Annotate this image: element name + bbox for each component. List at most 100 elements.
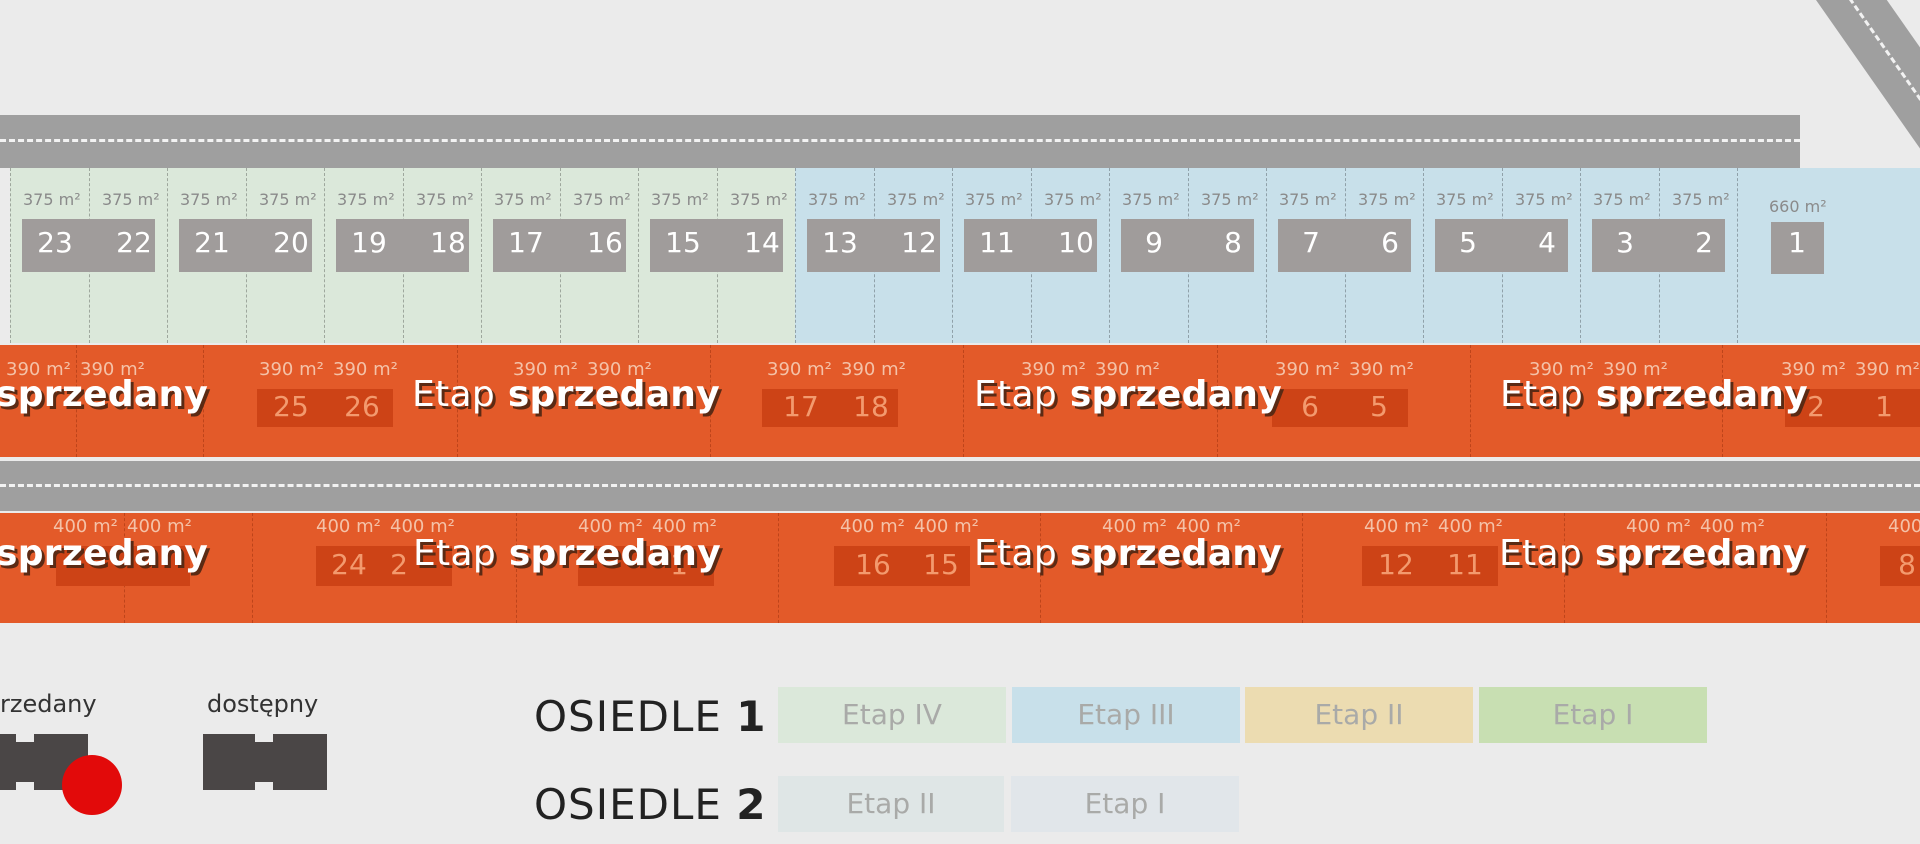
plot-number: 17 [508, 226, 544, 259]
plot-area: 390 m² [1349, 359, 1414, 380]
plot-number: 24 [331, 548, 367, 581]
banner-word-bold: sprzedany [1056, 374, 1282, 415]
plot-number: 13 [822, 226, 858, 259]
plot-number: 1 [670, 548, 688, 581]
plot-single-bg [1737, 168, 1920, 343]
plot-number: 14 [744, 226, 780, 259]
plot-number: 10 [1058, 226, 1094, 259]
plot-area: 400 m² [914, 516, 979, 537]
plot-area: 390 m² [6, 359, 71, 380]
plot-area: 400 m² [1700, 516, 1765, 537]
plot-area: 400 m² [127, 516, 192, 537]
plot-area: 375 m² [730, 190, 788, 209]
legend-available-label: dostępny [207, 690, 319, 718]
house-marker [1592, 219, 1725, 272]
plot-divider [1423, 168, 1424, 343]
plot-area: 375 m² [965, 190, 1023, 209]
plot-number: 25 [273, 390, 309, 423]
plot-divider [516, 513, 517, 623]
plot-number: 26 [344, 390, 380, 423]
plot-number: 18 [430, 226, 466, 259]
sold-banner: Etap sprzedany [1500, 374, 1808, 415]
house-marker [1272, 389, 1408, 427]
estate-1-stage-iv[interactable]: Etap IV [778, 687, 1006, 743]
house-marker [316, 546, 452, 586]
plot-number: 5 [1459, 226, 1477, 259]
plot-number: 6 [1301, 390, 1319, 423]
house-marker [1880, 546, 1920, 586]
plot-area: 375 m² [102, 190, 160, 209]
plot-divider [1040, 513, 1041, 623]
legend-sold-label: rzedany [0, 690, 97, 718]
estate-2-stage-ii[interactable]: Etap II [778, 776, 1004, 832]
plot-divider [1470, 345, 1471, 457]
house-marker [762, 389, 898, 427]
house-marker [807, 219, 940, 272]
plot-number: 1 [1788, 226, 1806, 259]
banner-word-bold: sprzedany [494, 374, 720, 415]
plot-area: 400 m² [1438, 516, 1503, 537]
sold-banner: Etap sprzedany [974, 374, 1282, 415]
plot-divider [1564, 513, 1565, 623]
plot-area: 375 m² [1358, 190, 1416, 209]
banner-word-bold: sprzedany [495, 533, 721, 574]
banner-word: Etap [1499, 533, 1582, 574]
plot-number: 8 [1224, 226, 1242, 259]
plot-area: 390 m² [1021, 359, 1086, 380]
sold-banner: Etap sprzedany [1499, 533, 1807, 574]
estate-1-stage-ii[interactable]: Etap II [1245, 687, 1473, 743]
plot-divider [1266, 168, 1267, 343]
sold-dot-icon [62, 755, 122, 815]
plot-area: 375 m² [1515, 190, 1573, 209]
house-marker [257, 389, 393, 427]
house-marker [1435, 219, 1568, 272]
plot-divider [1737, 168, 1738, 343]
plot-number: 4 [1538, 226, 1556, 259]
plot-number: 6 [1381, 226, 1399, 259]
plot-area: 400 m² [652, 516, 717, 537]
estate-2-number: 2 [736, 780, 767, 829]
plot-number: 3 [1616, 226, 1634, 259]
house-marker [834, 546, 970, 586]
plot-number: 15 [923, 548, 959, 581]
plot-number: 21 [194, 226, 230, 259]
plot-area: 375 m² [1672, 190, 1730, 209]
banner-word-bold: sprzedany [1056, 533, 1282, 574]
plot-number: 23 [37, 226, 73, 259]
plot-number: 2 [1695, 226, 1713, 259]
plot-divider [795, 168, 796, 343]
plot-area: 375 m² [1593, 190, 1651, 209]
estate-1-stage-iii[interactable]: Etap III [1012, 687, 1240, 743]
plot-area: 375 m² [180, 190, 238, 209]
house-marker [22, 219, 155, 272]
plot-area: 400 m² [1364, 516, 1429, 537]
plot-area: 400 m² [53, 516, 118, 537]
plot-area: 400 m² [390, 516, 455, 537]
estate-1-title: OSIEDLE 1 [534, 692, 767, 741]
house-marker [1278, 219, 1411, 272]
plot-area: 390 m² [1855, 359, 1920, 380]
plot-divider [1580, 168, 1581, 343]
estate-1-stage-i[interactable]: Etap I [1479, 687, 1707, 743]
plot-area: 390 m² [1095, 359, 1160, 380]
legend-available-house-icon [203, 732, 327, 792]
estate-2-stage-i[interactable]: Etap I [1011, 776, 1239, 832]
plot-number: 18 [853, 390, 889, 423]
banner-word: Etap [1500, 374, 1583, 415]
plot-divider [203, 345, 204, 457]
plot-divider [167, 168, 168, 343]
house-marker [1121, 219, 1254, 272]
banner-word: Etap [974, 533, 1057, 574]
sold-banner-partial: sprzedany [0, 374, 209, 415]
plot-area: 375 m² [1436, 190, 1494, 209]
plot-area: 390 m² [587, 359, 652, 380]
house-marker [56, 546, 190, 586]
plot-area: 375 m² [1044, 190, 1102, 209]
plot-area: 400 m² [1626, 516, 1691, 537]
house-marker [336, 219, 469, 272]
plot-area: 400 m² [316, 516, 381, 537]
plot-divider [457, 345, 458, 457]
plot-number: 11 [979, 226, 1015, 259]
